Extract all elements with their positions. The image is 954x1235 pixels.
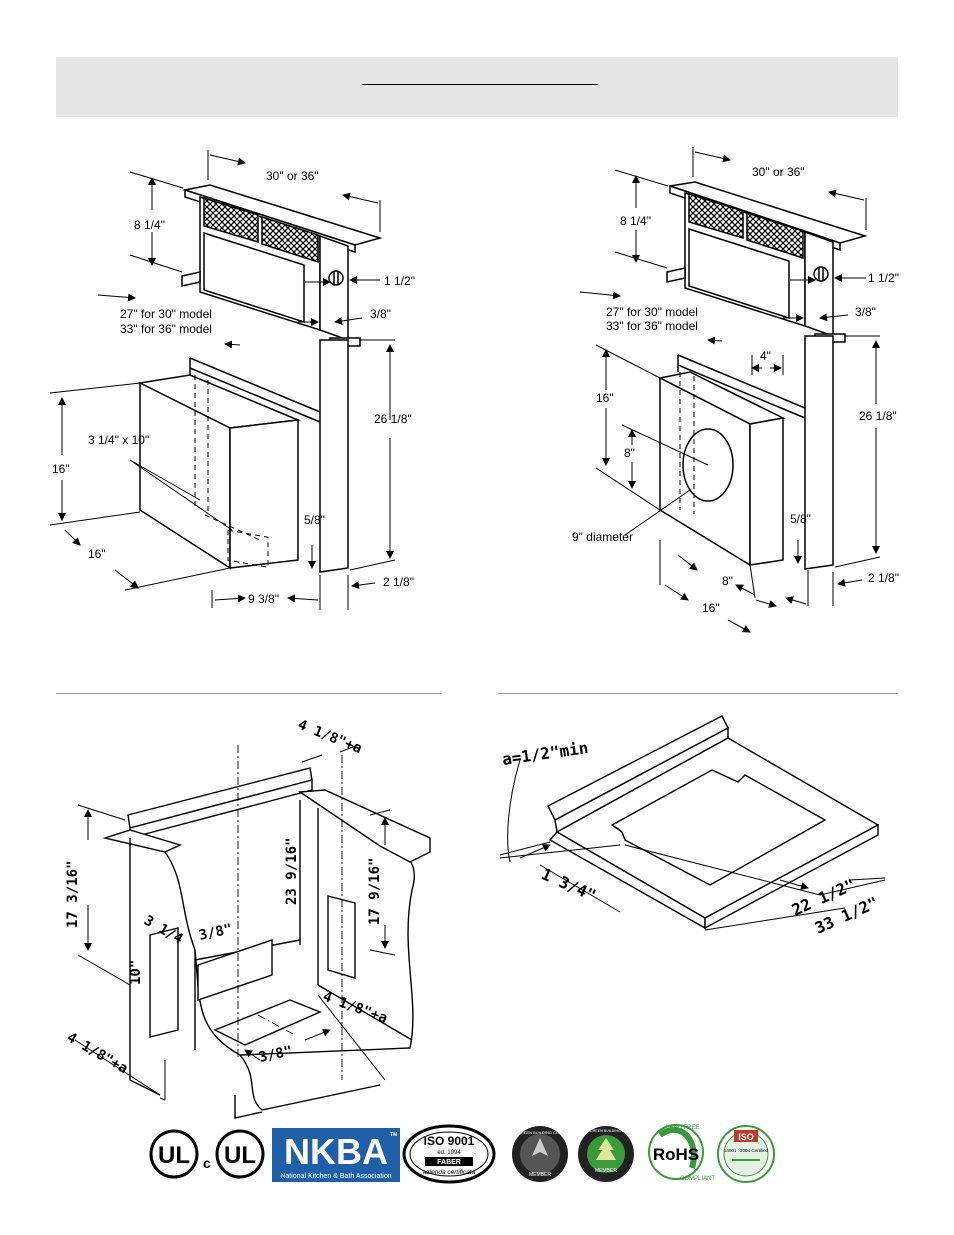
tl-knob-label: 1 1/2" bbox=[384, 274, 415, 288]
tr-offset-label: 3/8" bbox=[855, 305, 876, 319]
svg-text:ed. 1994: ed. 1994 bbox=[437, 1150, 461, 1156]
diagram-bottom-left: 4 1/8"+a 17 3/16" 23 9/16" 17 9/16" 3 1/… bbox=[64, 717, 431, 1119]
tl-duct-label: 3 1/4" x 10" bbox=[88, 433, 149, 447]
diagram-top-right: 30" or 36" 8 1/4" 1 1/2" 3/8" 27" for 30… bbox=[572, 147, 899, 633]
svg-text:UL: UL bbox=[158, 1142, 190, 1169]
bl-bottom-inset-label: 3/8" bbox=[258, 1043, 294, 1066]
tl-depth-box-label: 16" bbox=[88, 547, 106, 561]
svg-text:U.S. GREEN BUILDING COUNCIL: U.S. GREEN BUILDING COUNCIL bbox=[509, 1130, 572, 1135]
iso9001-logo: ISO 9001 ed. 1994 FABER azienda certific… bbox=[402, 1124, 496, 1184]
tl-base-depth-label: 2 1/8" bbox=[383, 575, 414, 589]
tl-height-box-label: 16" bbox=[52, 462, 70, 476]
svg-text:ISO: ISO bbox=[738, 1132, 754, 1142]
bl-top-dim-label: 4 1/8"+a bbox=[296, 717, 365, 757]
tr-tall-label: 26 1/8" bbox=[859, 409, 897, 423]
tl-height-top-label: 8 1/4" bbox=[134, 218, 165, 232]
cul-logo: c UL bbox=[203, 1129, 265, 1179]
nkba-logo: NKBA TM National Kitchen & Bath Associat… bbox=[272, 1128, 400, 1182]
svg-text:c: c bbox=[203, 1155, 211, 1171]
svg-text:NKBA: NKBA bbox=[284, 1131, 388, 1172]
tr-duct-center-label: 8" bbox=[624, 446, 635, 460]
svg-text:14001 : 2004 Certified: 14001 : 2004 Certified bbox=[724, 1148, 769, 1153]
svg-text:CANADA GREEN BUILDING COUNCIL: CANADA GREEN BUILDING COUNCIL bbox=[574, 1129, 638, 1133]
bl-left-height-label: 17 3/16" bbox=[65, 861, 81, 928]
iso14001-logo: ISO 14001 : 2004 Certified bbox=[717, 1125, 775, 1183]
bl-left-bottom-dim-label: 4 1/8"+a bbox=[64, 1030, 130, 1078]
svg-text:MEMBER: MEMBER bbox=[595, 1168, 617, 1174]
tr-height-top-label: 8 1/4" bbox=[620, 214, 651, 228]
tl-width-label: 30" or 36" bbox=[266, 169, 319, 183]
svg-text:FABER: FABER bbox=[437, 1159, 461, 1166]
section-divider-left bbox=[56, 693, 441, 694]
svg-text:National Kitchen & Bath Associ: National Kitchen & Bath Association bbox=[280, 1173, 391, 1180]
tl-base-width-label: 9 3/8" bbox=[248, 592, 279, 606]
tr-diameter-label: 9" diameter bbox=[572, 530, 633, 544]
svg-text:TM: TM bbox=[390, 1132, 397, 1138]
svg-text:ISO 9001: ISO 9001 bbox=[424, 1134, 475, 1148]
cagbc-logo: CANADA GREEN BUILDING COUNCIL MEMBER bbox=[574, 1126, 638, 1182]
bl-bottom-dim-label: 4 1/8"+a bbox=[321, 989, 390, 1027]
usgbc-logo: U.S. GREEN BUILDING COUNCIL MEMBER bbox=[509, 1126, 572, 1182]
tr-bottom-offset-label: 5/8" bbox=[790, 512, 811, 526]
br-clearance-label: a=1/2"min bbox=[501, 738, 590, 769]
diagram-bottom-right: a=1/2"min 1 3/4" 22 1/2" 33 1/2" bbox=[499, 715, 886, 938]
rohs-logo: RoHS LEAD FREE COMPLIANT bbox=[648, 1124, 715, 1182]
header-band bbox=[56, 57, 898, 117]
bl-right-height-label: 17 9/16" bbox=[367, 858, 383, 925]
svg-text:RoHS: RoHS bbox=[653, 1145, 699, 1164]
tr-inset-label: 4" bbox=[760, 349, 771, 363]
tr-base-full-label: 16" bbox=[702, 601, 720, 615]
svg-text:MEMBER: MEMBER bbox=[529, 1172, 551, 1178]
diagram-top-left: 30" or 36" 8 1/4" 1 1/2" 3/8" 27" for 30… bbox=[49, 150, 415, 610]
tl-depth-label-2: 33" for 36" model bbox=[120, 322, 212, 336]
section-divider-right bbox=[498, 693, 898, 694]
tr-knob-label: 1 1/2" bbox=[868, 271, 899, 285]
tl-depth-label-1: 27" for 30" model bbox=[120, 307, 212, 321]
tr-base-half-label: 8" bbox=[722, 574, 733, 588]
br-front-dim-label: 1 3/4" bbox=[538, 864, 599, 905]
ul-logo: UL bbox=[149, 1129, 199, 1179]
tr-base-depth-label: 2 1/8" bbox=[868, 571, 899, 585]
title-underline bbox=[362, 84, 598, 85]
tl-bottom-offset-label: 5/8" bbox=[304, 513, 325, 527]
svg-text:azienda certificata: azienda certificata bbox=[423, 1169, 476, 1176]
bl-side-opening-label: 10" bbox=[128, 960, 144, 985]
bl-center-height-label: 23 9/16" bbox=[284, 838, 300, 905]
tr-height-box-label: 16" bbox=[596, 391, 614, 405]
bl-left-opening-label: 3/8" bbox=[198, 921, 234, 944]
svg-text:LEAD FREE: LEAD FREE bbox=[666, 1125, 699, 1131]
svg-text:UL: UL bbox=[224, 1142, 256, 1169]
certification-logos: UL c UL NKBA TM National Kitchen & Bath … bbox=[149, 1124, 775, 1184]
svg-text:COMPLIANT: COMPLIANT bbox=[680, 1176, 715, 1182]
tl-offset-label: 3/8" bbox=[370, 307, 391, 321]
tl-tall-label: 26 1/8" bbox=[374, 412, 412, 426]
tr-depth-label-1: 27" for 30" model bbox=[606, 305, 698, 319]
tr-width-label: 30" or 36" bbox=[752, 165, 805, 179]
tr-depth-label-2: 33" for 36" model bbox=[606, 319, 698, 333]
